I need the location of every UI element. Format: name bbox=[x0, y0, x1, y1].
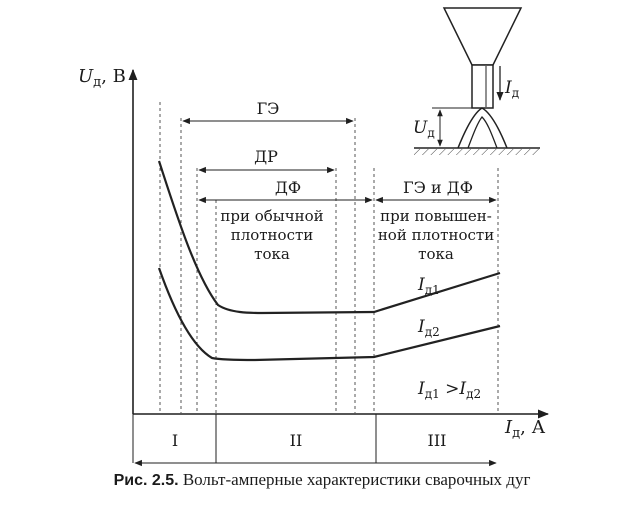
range-dr-label: ДР bbox=[254, 147, 278, 166]
note-normal-2: плотности bbox=[231, 226, 314, 244]
electrode-holder bbox=[442, 7, 523, 66]
curve-id1-label: Iд1 bbox=[417, 275, 440, 297]
range-ge-label: ГЭ bbox=[257, 99, 280, 118]
note-normal-3: тока bbox=[254, 245, 290, 263]
curve-id1 bbox=[157, 160, 501, 315]
note-normal-1: при обычной bbox=[220, 207, 323, 225]
x-axis-label: Iд, А bbox=[504, 417, 546, 441]
current-relation: Iд1 >Iд2 bbox=[417, 379, 481, 401]
electrode-rod bbox=[471, 64, 494, 109]
arc-inner bbox=[467, 116, 498, 149]
arc-outer bbox=[457, 107, 508, 149]
note-high-1: при повышен- bbox=[380, 207, 492, 225]
caption-label: Рис. 2.5. bbox=[113, 472, 179, 489]
electrode-arc-sketch: Iд Uд bbox=[413, 7, 540, 155]
y-axis-label: Uд, В bbox=[78, 66, 126, 90]
note-high-2: ной плотности bbox=[378, 226, 494, 244]
curve-id2 bbox=[157, 267, 501, 362]
region-1-label: I bbox=[172, 431, 178, 450]
figure-caption: Рис. 2.5. Вольт-амперные характеристики … bbox=[0, 470, 644, 490]
region-2-label: II bbox=[290, 431, 303, 450]
range-df-label: ДФ bbox=[275, 178, 301, 197]
inset-current-label: Iд bbox=[504, 78, 519, 100]
range-ge-df-label: ГЭ и ДФ bbox=[403, 178, 473, 197]
note-high-3: тока bbox=[418, 245, 454, 263]
inset-voltage-label: Uд bbox=[413, 118, 435, 140]
workpiece-hatch bbox=[414, 149, 540, 155]
region-3-label: III bbox=[428, 431, 447, 450]
caption-text: Вольт-амперные характеристики сварочных … bbox=[178, 470, 531, 489]
curve-id2-label: Iд2 bbox=[417, 317, 440, 339]
